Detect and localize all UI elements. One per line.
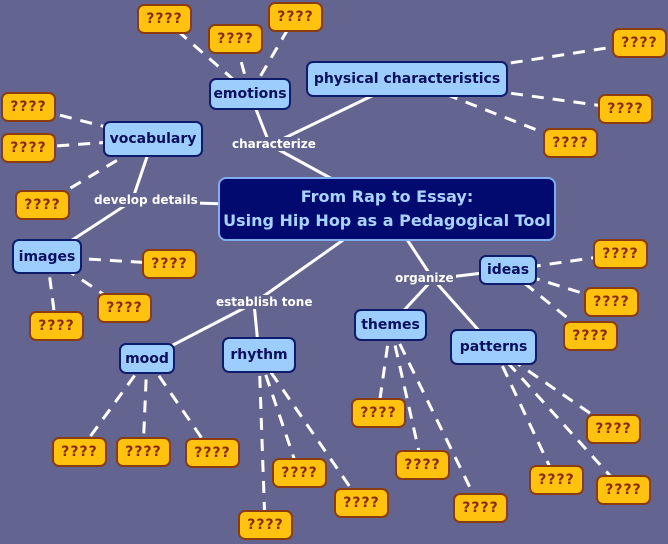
concept-themes[interactable]: themes bbox=[354, 309, 427, 341]
placeholder-node[interactable]: ???? bbox=[142, 249, 197, 279]
dashed-connector bbox=[389, 324, 482, 509]
concept-ideas[interactable]: ideas bbox=[479, 255, 537, 285]
placeholder-node[interactable]: ???? bbox=[584, 287, 639, 317]
placeholder-node[interactable]: ???? bbox=[272, 458, 327, 488]
placeholder-node[interactable]: ???? bbox=[563, 321, 618, 351]
placeholder-node[interactable]: ???? bbox=[268, 2, 323, 32]
main-topic-line2: Using Hip Hop as a Pedagogical Tool bbox=[223, 211, 551, 230]
placeholder-node[interactable]: ???? bbox=[593, 239, 648, 269]
link-label-develop: develop details bbox=[92, 193, 200, 207]
placeholder-node[interactable]: ???? bbox=[97, 293, 152, 323]
concept-images[interactable]: images bbox=[12, 239, 82, 274]
link-label-characterize: characterize bbox=[230, 137, 318, 151]
placeholder-node[interactable]: ???? bbox=[1, 92, 56, 122]
placeholder-node[interactable]: ???? bbox=[351, 398, 406, 428]
main-topic-line1: From Rap to Essay: bbox=[300, 187, 474, 206]
placeholder-node[interactable]: ???? bbox=[529, 465, 584, 495]
placeholder-node[interactable]: ???? bbox=[543, 128, 598, 158]
concept-emotions[interactable]: emotions bbox=[209, 78, 291, 110]
dashed-connector bbox=[257, 354, 267, 526]
link-label-tone: establish tone bbox=[214, 295, 315, 309]
concept-vocabulary[interactable]: vocabulary bbox=[103, 121, 203, 157]
placeholder-node[interactable]: ???? bbox=[334, 488, 389, 518]
dashed-connector bbox=[492, 346, 558, 481]
dashed-connector bbox=[406, 41, 640, 81]
placeholder-node[interactable]: ???? bbox=[52, 437, 107, 467]
dashed-connector bbox=[406, 77, 626, 111]
concept-physical[interactable]: physical characteristics bbox=[306, 61, 508, 97]
placeholder-node[interactable]: ???? bbox=[29, 311, 84, 341]
placeholder-node[interactable]: ???? bbox=[185, 438, 240, 468]
dashed-connector bbox=[257, 354, 363, 504]
placeholder-node[interactable]: ???? bbox=[596, 475, 651, 505]
dashed-connector bbox=[389, 324, 424, 466]
link-label-organize: organize bbox=[393, 271, 456, 285]
placeholder-node[interactable]: ???? bbox=[453, 493, 508, 523]
placeholder-node[interactable]: ???? bbox=[395, 450, 450, 480]
placeholder-node[interactable]: ???? bbox=[1, 133, 56, 163]
placeholder-node[interactable]: ???? bbox=[15, 190, 70, 220]
placeholder-node[interactable]: ???? bbox=[208, 24, 263, 54]
dashed-connector bbox=[492, 345, 625, 492]
placeholder-node[interactable]: ???? bbox=[612, 28, 667, 58]
placeholder-node[interactable]: ???? bbox=[137, 4, 192, 34]
concept-mood[interactable]: mood bbox=[119, 343, 175, 374]
placeholder-node[interactable]: ???? bbox=[586, 414, 641, 444]
dashed-connector bbox=[141, 358, 149, 453]
main-topic-node[interactable]: From Rap to Essay: Using Hip Hop as a Ped… bbox=[218, 177, 556, 241]
dashed-connector bbox=[46, 255, 125, 310]
dashed-connector bbox=[145, 357, 214, 454]
placeholder-node[interactable]: ???? bbox=[116, 437, 171, 467]
placeholder-node[interactable]: ???? bbox=[238, 510, 293, 540]
placeholder-node[interactable]: ???? bbox=[598, 94, 653, 124]
concept-patterns[interactable]: patterns bbox=[450, 329, 537, 365]
concept-rhythm[interactable]: rhythm bbox=[222, 337, 296, 373]
